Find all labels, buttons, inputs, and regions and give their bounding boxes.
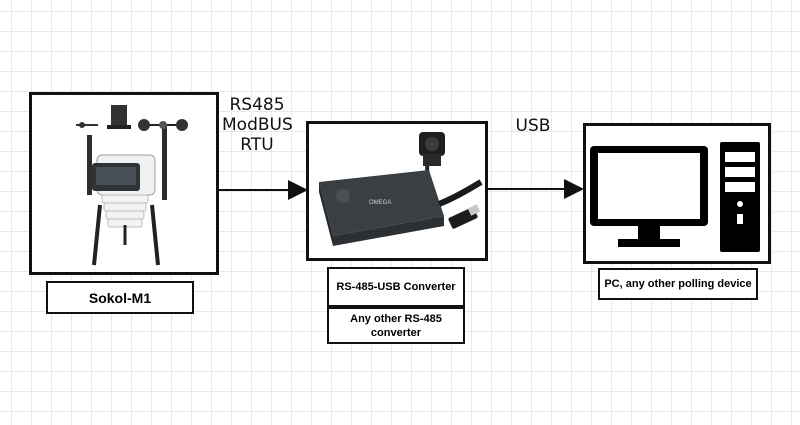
pc-label: PC, any other polling device xyxy=(598,268,758,300)
converter-alt-label: Any other RS-485 converter xyxy=(327,307,465,344)
pc-node[interactable] xyxy=(583,123,771,264)
edge-label-rs485: RS485 ModBUS RTU xyxy=(222,95,293,155)
sensor-label: Sokol-M1 xyxy=(46,281,194,314)
edge-label-line-2: ModBUS xyxy=(222,115,293,135)
weather-station-icon xyxy=(76,105,188,266)
edge-label-usb: USB xyxy=(515,116,551,136)
sensor-node[interactable] xyxy=(29,92,219,275)
device-brand-text: OMEGA xyxy=(369,200,391,206)
edge-label-line-3: RTU xyxy=(240,135,274,155)
converter-node[interactable]: OMEGA xyxy=(306,121,488,261)
desktop-computer-icon xyxy=(590,142,760,252)
edge-label-line-1: RS485 xyxy=(229,95,285,115)
rs485-usb-converter-icon: OMEGA xyxy=(319,132,483,246)
converter-label: RS-485-USB Converter xyxy=(327,267,465,307)
